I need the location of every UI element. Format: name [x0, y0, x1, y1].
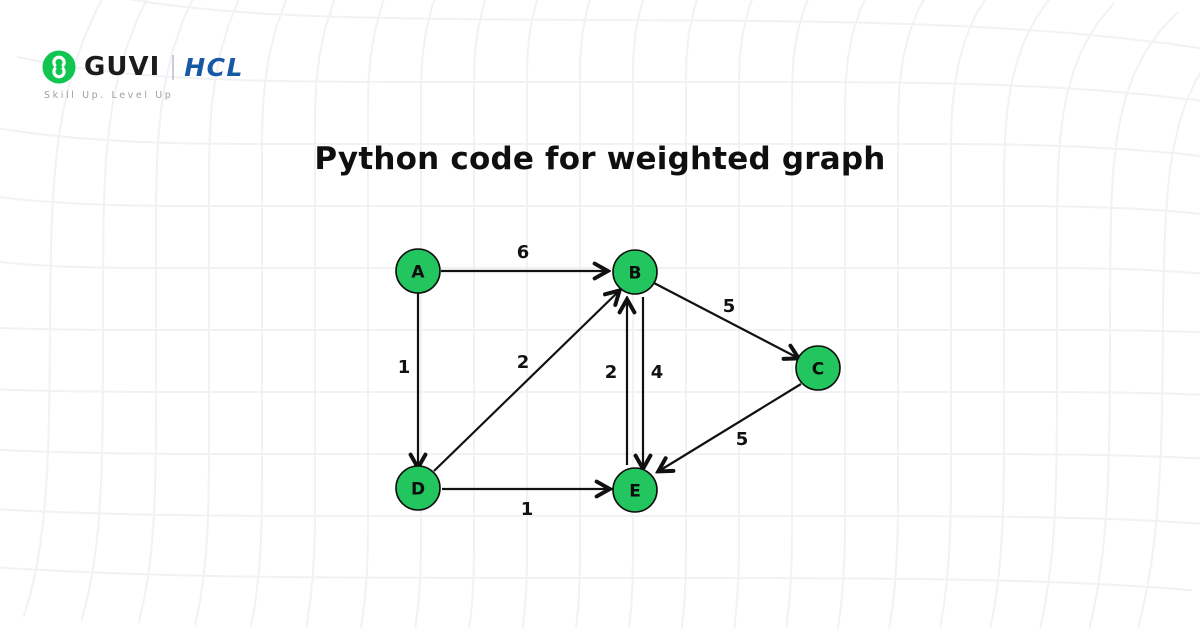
grid-line	[785, 0, 809, 628]
graph-nodes: A B C D E	[395, 248, 841, 513]
graph-node-C	[795, 345, 841, 391]
grid-line	[80, 0, 148, 621]
grid-line	[0, 448, 1200, 460]
graph-node-label-B: B	[629, 263, 642, 283]
graph-node-A	[395, 248, 441, 294]
grid-line	[0, 566, 1193, 592]
graph-node-B	[612, 249, 658, 295]
edge-weight-B-E: 4	[651, 362, 664, 383]
grid-line	[733, 0, 754, 628]
graph-node-E	[612, 467, 658, 513]
edge-weight-A-B: 6	[517, 242, 530, 263]
grid-line	[680, 0, 699, 628]
edge-B-C	[653, 282, 798, 358]
graph-node-label-A: A	[411, 262, 425, 282]
grid-line	[1088, 11, 1179, 628]
grid-line	[836, 0, 867, 628]
grid-line	[359, 0, 386, 628]
grid-line	[250, 0, 287, 627]
edge-weight-E-B: 2	[605, 362, 618, 383]
grid-line	[939, 0, 987, 628]
edge-weight-D-E: 1	[521, 499, 534, 520]
grid-line	[414, 0, 436, 628]
grid-line	[137, 0, 194, 624]
graph-edges: 6 1 2 2 4 5 5 1	[398, 242, 801, 520]
graph-node-D	[395, 465, 441, 511]
edge-D-B	[433, 291, 619, 472]
graph-node-label-E: E	[629, 481, 641, 501]
graph-node-label-D: D	[411, 479, 425, 499]
guvi-logo-icon	[42, 50, 76, 84]
grid-line	[468, 0, 487, 628]
grid-line	[0, 326, 1200, 334]
grid-line	[575, 0, 592, 628]
hcl-wordmark: HCL	[184, 52, 244, 82]
grid-line	[0, 196, 1200, 215]
logo-divider	[172, 54, 175, 80]
edge-weight-C-E: 5	[736, 429, 749, 450]
grid-line	[16, 56, 1200, 102]
edge-weight-A-D: 1	[398, 357, 411, 378]
grid-line	[194, 0, 240, 626]
page-title: Python code for weighted graph	[314, 141, 886, 177]
logo-tagline: Skill Up. Level Up	[44, 90, 174, 101]
grid-line	[1039, 2, 1115, 628]
grid-line	[888, 0, 926, 628]
logo-lockup: GUVI HCL Skill Up. Level Up	[42, 50, 244, 101]
edge-weight-D-B: 2	[517, 352, 530, 373]
grid-line	[521, 0, 539, 628]
grid-line	[1137, 71, 1200, 628]
edge-C-E	[659, 383, 802, 471]
edge-weight-B-C: 5	[723, 296, 736, 317]
grid-line	[989, 0, 1051, 628]
grid-line	[0, 508, 1200, 525]
grid-line	[128, 0, 1200, 50]
grid-line	[305, 0, 336, 628]
guvi-wordmark: GUVI	[84, 52, 161, 82]
graph-node-label-C: C	[812, 359, 824, 379]
grid-line	[0, 388, 1200, 396]
grid-line	[0, 127, 1200, 158]
